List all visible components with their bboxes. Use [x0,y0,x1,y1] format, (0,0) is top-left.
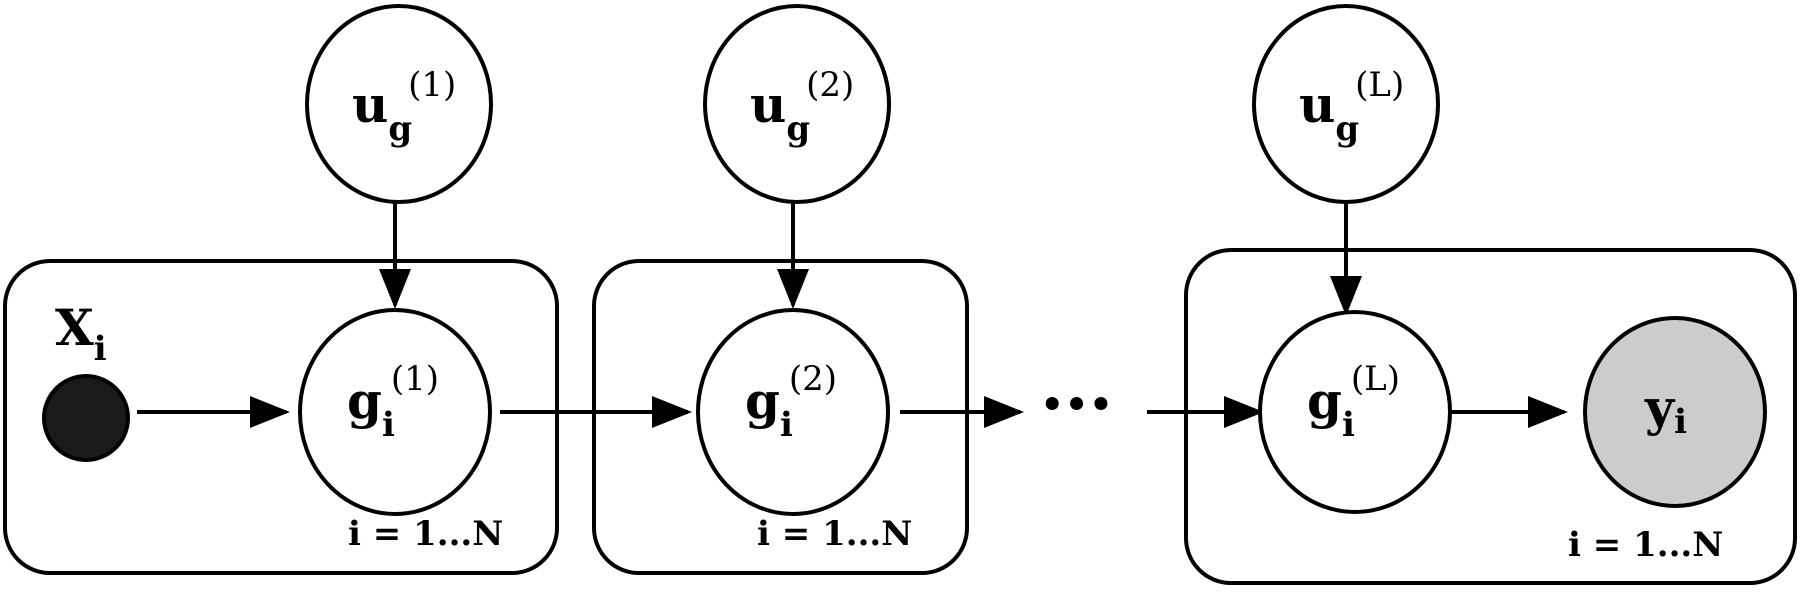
plate-label-L: i = 1...N [1568,525,1723,565]
label-gL: gi(L) [1307,359,1400,445]
plate-layer-2 [592,259,969,575]
node-g1 [298,308,492,516]
label-u1: ug(1) [352,65,456,149]
label-u2: ug(2) [750,65,854,149]
chain-ellipsis: ··· [1040,362,1113,445]
node-gL [1258,310,1452,514]
label-g2: gi(2) [745,359,837,445]
node-uL [1252,4,1440,204]
node-x-input [42,374,130,462]
node-u2 [703,4,891,204]
node-u1 [305,4,493,204]
label-y: yi [1644,378,1687,442]
plate-label-1: i = 1...N [348,514,503,554]
plate-label-2: i = 1...N [757,514,912,554]
label-uL: ug(L) [1299,65,1404,149]
plate-layer-L [1184,248,1797,585]
plate-layer-1 [3,259,559,575]
node-g2 [696,308,890,516]
label-x: Xi [55,298,107,369]
label-g1: gi(1) [347,359,439,445]
node-y-observed [1583,316,1767,508]
